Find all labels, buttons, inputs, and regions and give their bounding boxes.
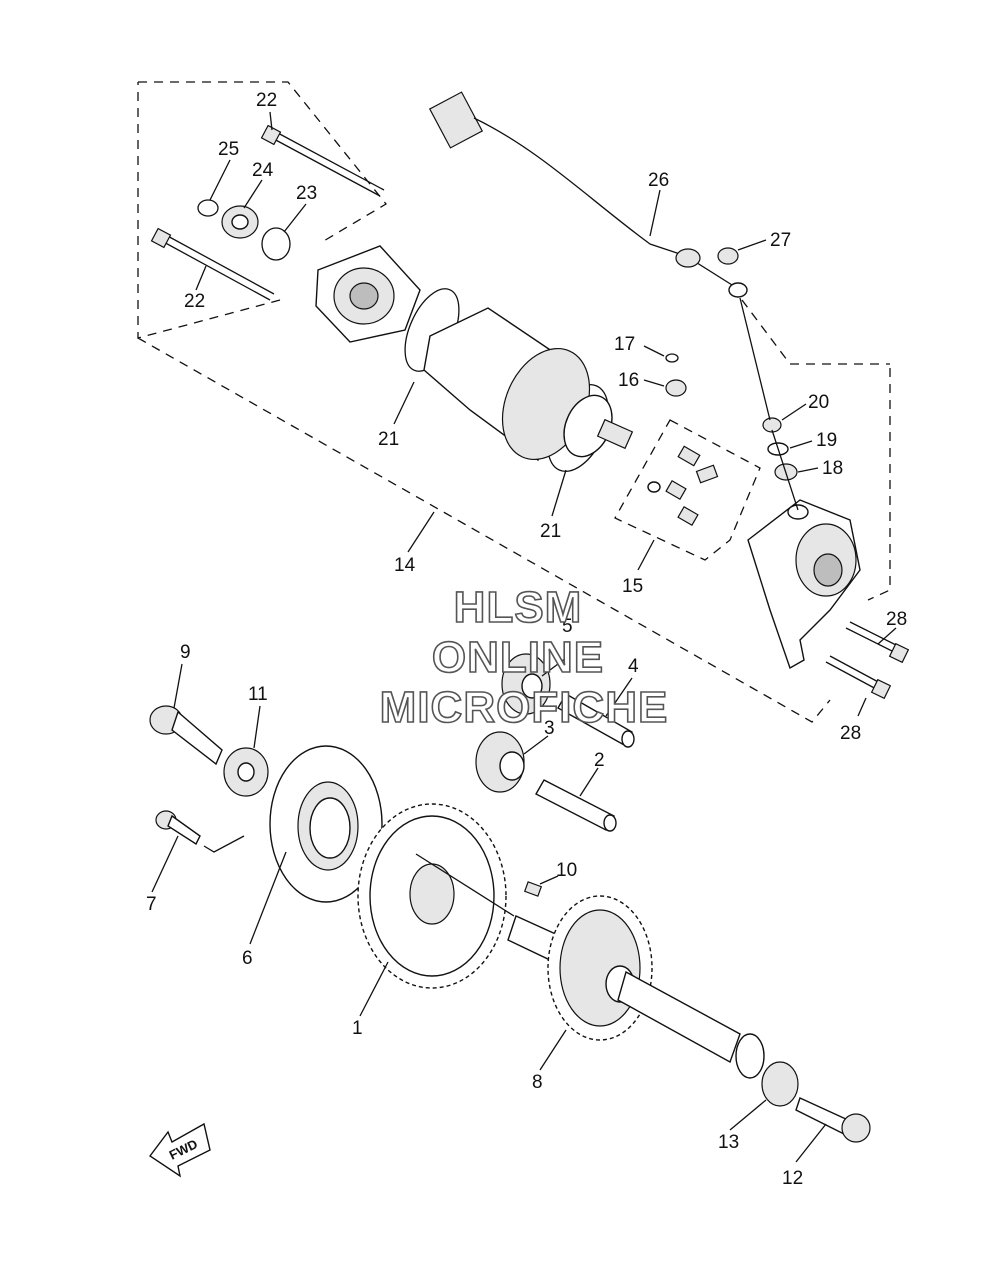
nut-27 (717, 247, 739, 265)
washer-11 (223, 747, 269, 797)
callout-3: 3 (544, 718, 555, 739)
bolt-28-upper (845, 621, 910, 664)
callout-6: 6 (242, 948, 253, 969)
flange-bolt-9 (149, 705, 223, 766)
pinion-gear (221, 205, 259, 239)
cable-leader (739, 297, 799, 511)
callout-5: 5 (562, 616, 573, 637)
callout-9: 9 (180, 642, 191, 663)
callout-28: 28 (886, 609, 907, 630)
callout-21: 21 (540, 521, 561, 542)
bolt-28-lower (825, 655, 892, 700)
callout-11: 11 (248, 684, 268, 705)
callout-26: 26 (648, 170, 669, 191)
brush-box-15 (614, 419, 761, 561)
nut-20 (762, 417, 782, 433)
callout-8: 8 (532, 1072, 543, 1093)
watermark-line-2: ONLINE (432, 633, 604, 682)
o-ring (261, 227, 291, 261)
callout-27: 27 (770, 230, 791, 251)
screw-7-leader (203, 835, 245, 853)
motor-body (423, 307, 634, 462)
callout-25: 25 (218, 139, 239, 160)
bushing-16 (665, 379, 687, 397)
callout-12: 12 (782, 1168, 803, 1189)
shaft-2 (535, 779, 617, 832)
callout-22: 22 (256, 90, 277, 111)
watermark-line-1: HLSM (454, 583, 583, 632)
callout-labels: 22 25 24 23 22 26 27 17 16 20 19 18 21 2… (146, 90, 907, 1189)
small-clip-17 (665, 353, 679, 363)
callout-2: 2 (594, 750, 605, 771)
long-bolt-top (260, 124, 385, 197)
front-cover (315, 245, 421, 343)
callout-19: 19 (816, 430, 837, 451)
callout-22: 22 (184, 291, 205, 312)
callout-14: 14 (394, 555, 416, 576)
callout-17: 17 (614, 334, 635, 355)
callout-13: 13 (718, 1132, 739, 1153)
starter-cable (428, 91, 748, 298)
callout-1: 1 (352, 1018, 363, 1039)
callout-21: 21 (378, 429, 399, 450)
callout-24: 24 (252, 160, 274, 181)
screw-7 (155, 810, 201, 846)
flange-bolt-12 (795, 1097, 871, 1143)
key-10 (523, 881, 543, 897)
callout-7: 7 (146, 894, 157, 915)
callout-28: 28 (840, 723, 861, 744)
watermark-line-3: MICROFICHE (380, 683, 669, 732)
callout-15: 15 (622, 576, 643, 597)
shaft-4 (557, 693, 635, 748)
callout-20: 20 (808, 392, 829, 413)
idler-gear-shaft (507, 895, 765, 1079)
gear-5 (501, 653, 551, 715)
large-gear (357, 803, 507, 989)
callout-23: 23 (296, 183, 317, 204)
washer-13 (761, 1061, 799, 1107)
one-way-clutch (269, 745, 383, 903)
assembly-boundary-14 (137, 81, 891, 723)
long-bolt-bottom (150, 227, 275, 301)
callout-10: 10 (556, 860, 577, 881)
rear-cover (747, 499, 861, 670)
leader-lines (151, 111, 897, 1163)
gear-3 (475, 731, 525, 793)
circlip (197, 199, 219, 217)
callout-16: 16 (618, 370, 639, 391)
brush-holder (647, 445, 719, 527)
fwd-arrow-icon: FWD (148, 1122, 211, 1178)
callout-4: 4 (628, 656, 639, 677)
watermark: HLSM ONLINE MICROFICHE (379, 582, 669, 733)
callout-18: 18 (822, 458, 843, 479)
